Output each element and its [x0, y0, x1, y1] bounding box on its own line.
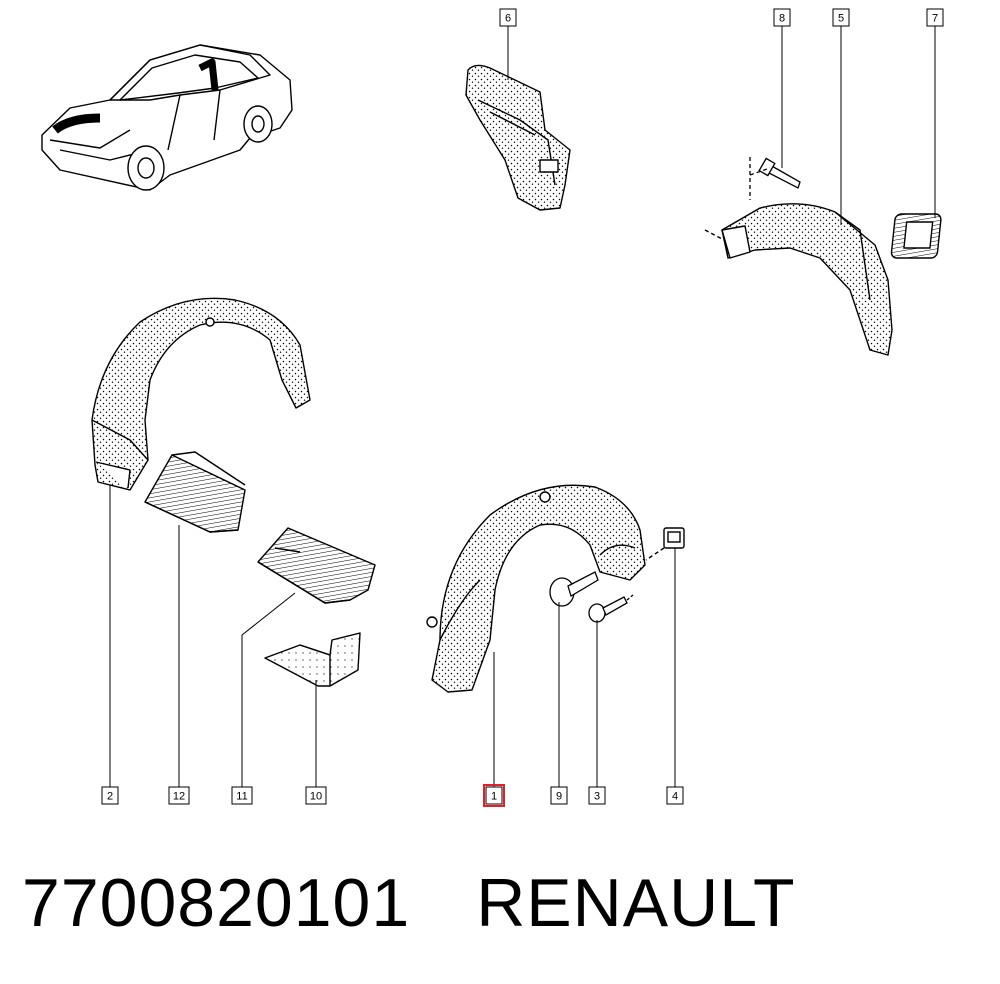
part-12-illustration [144, 451, 246, 533]
callout-9[interactable]: 9 [550, 786, 568, 805]
part-6-illustration [465, 64, 571, 211]
part-number: 7700820101 [22, 865, 411, 941]
svg-text:6: 6 [505, 13, 511, 25]
svg-text:10: 10 [310, 791, 322, 803]
footer: 7700820101 RENAULT [22, 858, 982, 948]
svg-text:9: 9 [556, 791, 562, 803]
svg-text:3: 3 [594, 791, 600, 803]
highlight-frame [483, 784, 505, 807]
callout-12[interactable]: 12 [168, 786, 190, 805]
car-overview-illustration [41, 44, 293, 191]
part-8-screw-illustration [749, 157, 801, 200]
part-9-illustration [549, 571, 599, 607]
svg-text:2: 2 [107, 791, 113, 803]
svg-text:5: 5 [838, 13, 844, 25]
callout-3[interactable]: 3 [588, 786, 606, 805]
callout-5[interactable]: 5 [832, 8, 850, 27]
svg-text:8: 8 [779, 13, 785, 25]
svg-text:7: 7 [932, 13, 938, 25]
parts-diagram: 6 8 5 7 2 12 11 10 1 9 3 4 [41, 8, 944, 807]
callout-6[interactable]: 6 [499, 8, 517, 27]
svg-text:11: 11 [236, 791, 247, 803]
callout-8[interactable]: 8 [773, 8, 791, 27]
callout-1-highlighted[interactable]: 1 [483, 784, 505, 807]
svg-text:1: 1 [491, 791, 497, 803]
callout-11[interactable]: 11 [231, 786, 253, 805]
part-3-illustration [588, 594, 634, 623]
part-10-illustration [264, 632, 361, 687]
part-7-illustration [890, 213, 942, 259]
part-11-illustration [257, 527, 376, 604]
part-1-illustration [426, 484, 646, 693]
svg-text:4: 4 [672, 791, 678, 803]
part-2-illustration [91, 297, 311, 491]
leader-lines [109, 26, 936, 787]
part-5-illustration [704, 203, 893, 356]
callout-2[interactable]: 2 [101, 786, 119, 805]
callout-4[interactable]: 4 [666, 786, 684, 805]
part-4-illustration [645, 527, 685, 561]
svg-text:12: 12 [173, 791, 185, 803]
brand-name: RENAULT [476, 865, 796, 941]
callout-10[interactable]: 10 [305, 786, 327, 805]
callout-7[interactable]: 7 [926, 8, 944, 27]
